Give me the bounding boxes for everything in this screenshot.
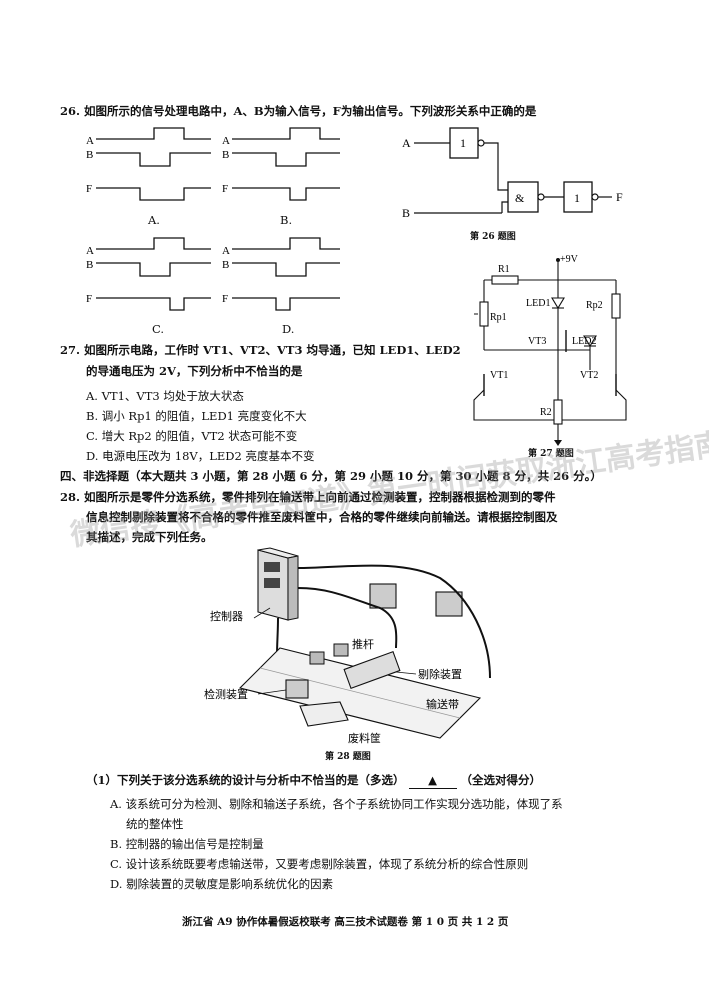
q28-sub1-stem: （1）下列关于该分选系统的设计与分析中不恰当的是（多选） ▲ （全选对得分） — [86, 773, 541, 789]
q28-sub1-option-a-cont: 统的整体性 — [126, 817, 184, 831]
q26-option-a-label: A. — [148, 213, 160, 227]
circuit-input-a: A — [402, 136, 411, 150]
q26-option-c-label: C. — [152, 322, 165, 336]
section4-heading: 四、非选择题（本大题共 3 小题，第 28 小题 6 分，第 29 小题 10 … — [60, 469, 602, 483]
q28-sub1-option-c: C. 设计该系统既要考虑输送带，又要考虑剔除装置，体现了系统分析的综合性原则 — [110, 857, 529, 871]
rp1-label: Rp1 — [490, 312, 507, 323]
q28-stem-line2: 信息控制剔除装置将不合格的零件推至废料筐中，合格的零件继续向前输送。请根据控制图… — [86, 510, 558, 524]
wave-label-f: F — [222, 293, 228, 305]
q27-option-a: A. VT1、VT3 均处于放大状态 — [86, 389, 244, 403]
scrap-bin — [299, 701, 349, 727]
q28-sub1-option-d: D. 剔除装置的灵敏度是影响系统优化的因素 — [110, 877, 334, 891]
blank-marker: ▲ — [428, 773, 437, 787]
wave-label-b: B — [222, 149, 229, 161]
q27-option-b: B. 调小 Rp1 的阻值，LED1 亮度变化不大 — [86, 409, 307, 423]
q28-sub1-option-b: B. 控制器的输出信号是控制量 — [110, 837, 264, 851]
q26-option-d-waves: A B F — [222, 237, 340, 311]
answer-blank[interactable]: ▲ — [408, 773, 457, 789]
wave-label-f: F — [222, 183, 228, 195]
q26-option-a-waves: A B F — [86, 127, 211, 201]
q28-sub1-option-a: A. 该系统可分为检测、剔除和输送子系统，各个子系统协同工作实现分选功能，体现了… — [110, 797, 563, 811]
wave-label-a: A — [222, 245, 230, 257]
q28-caption: 第 28 题图 — [325, 752, 371, 762]
rp2-label: Rp2 — [586, 300, 603, 311]
q26-option-b-waves: A B F — [222, 127, 340, 201]
q28-stem-line1: 28. 如图所示是零件分选系统，零件排列在输送带上向前通过检测装置，控制器根据检… — [60, 490, 556, 504]
q28-sub1-text: （1）下列关于该分选系统的设计与分析中不恰当的是（多选） — [86, 773, 405, 787]
wave-label-f: F — [86, 183, 92, 195]
reject-label: 剔除装置 — [418, 667, 462, 681]
wave-label-b: B — [86, 149, 93, 161]
q26-caption: 第 26 题图 — [470, 232, 516, 242]
vt2-label: VT2 — [580, 370, 598, 381]
page-footer: 浙江省 A9 协作体暑假返校联考 高三技术试题卷 第 1 0 页 共 1 2 页 — [182, 916, 509, 928]
not-gate-2-symbol: 1 — [574, 191, 580, 205]
q27-caption: 第 27 题图 — [528, 449, 574, 459]
vcc-label: +9V — [560, 254, 579, 265]
bin-label: 废料筐 — [348, 731, 381, 745]
wave-label-f: F — [86, 293, 92, 305]
wave-label-b: B — [86, 259, 93, 271]
detector-label: 检测装置 — [204, 687, 248, 701]
q26-logic-circuit: A B 1 & 1 F — [402, 127, 623, 220]
q28-sub1-tail: （全选对得分） — [460, 773, 542, 787]
q27-stem-line2: 的导通电压为 2V，下列分析中不恰当的是 — [86, 364, 303, 378]
q27-stem-line1: 27. 如图所示电路，工作时 VT1、VT2、VT3 均导通，已知 LED1、L… — [60, 343, 461, 357]
q26-option-d-label: D. — [282, 322, 295, 336]
q27-option-c: C. 增大 Rp2 的阻值，VT2 状态可能不变 — [86, 429, 298, 443]
wave-label-a: A — [222, 135, 230, 147]
q27-option-d: D. 电源电压改为 18V，LED2 亮度基本不变 — [86, 449, 315, 463]
q26-option-c-waves: A B F — [86, 237, 211, 311]
vt3-label: VT3 — [528, 336, 546, 347]
q27-circuit: +9V R1 Rp1 LED1 Rp2 VT3 LED2 VT1 VT2 R2 — [473, 254, 627, 446]
r1-label: R1 — [498, 264, 510, 275]
and-gate-symbol: & — [515, 191, 525, 205]
led2-label: LED2 — [572, 336, 596, 347]
not-gate-1-symbol: 1 — [460, 136, 466, 150]
q26-stem: 26. 如图所示的信号处理电路中，A、B为输入信号，F为输出信号。下列波形关系中… — [60, 104, 537, 118]
q28-stem-line3: 其描述，完成下列任务。 — [86, 530, 213, 544]
wave-label-a: A — [86, 135, 94, 147]
vt1-label: VT1 — [490, 370, 508, 381]
wave-label-a: A — [86, 245, 94, 257]
circuit-output-f: F — [616, 190, 623, 204]
controller-label: 控制器 — [210, 609, 243, 623]
q26-option-b-label: B. — [280, 213, 293, 227]
wave-label-b: B — [222, 259, 229, 271]
led1-label: LED1 — [526, 298, 550, 309]
r2-label: R2 — [540, 407, 552, 418]
pusher-label: 推杆 — [352, 637, 374, 651]
belt-label: 输送带 — [426, 697, 459, 711]
circuit-input-b: B — [402, 206, 410, 220]
q28-system-figure: 控制器 输送带 检测装置 推杆 剔除装置 废料筐 — [204, 547, 491, 745]
